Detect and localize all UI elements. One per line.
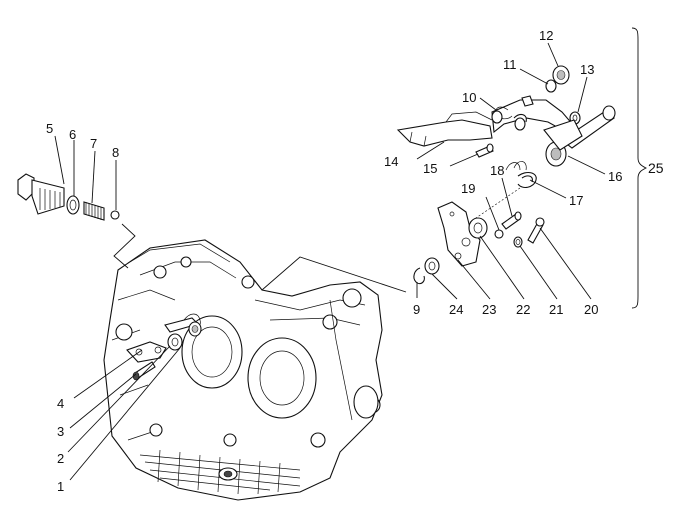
lever-part-14 [396, 111, 493, 147]
callout-7: 7 [90, 136, 97, 151]
callout-23: 23 [482, 302, 496, 317]
callout-18: 18 [490, 163, 504, 178]
callout-13: 13 [580, 62, 594, 77]
nut-part-19 [494, 229, 504, 239]
washer-part-6 [66, 195, 80, 215]
nut-part-12 [552, 65, 570, 85]
leader-lines [54, 42, 606, 481]
shaft-part-16 [543, 105, 616, 167]
spring-part-17 [505, 161, 537, 189]
bushing-part-22 [468, 217, 488, 239]
plug-assembly [17, 173, 136, 269]
callout-25: 25 [648, 160, 664, 176]
callout-1: 1 [57, 479, 64, 494]
callout-4: 4 [57, 396, 64, 411]
screw-part-20 [527, 217, 545, 244]
seal-part-2 [167, 333, 183, 351]
washer-part-24 [424, 257, 440, 275]
callout-12: 12 [539, 28, 553, 43]
washer-part-21 [513, 236, 523, 248]
spring-part-7 [83, 201, 105, 221]
screw-part-3 [132, 361, 156, 381]
callout-5: 5 [46, 121, 53, 136]
shaft-cover-parts [126, 313, 202, 381]
bolt-part-18 [501, 211, 522, 230]
callout-9: 9 [413, 302, 420, 317]
callout-11: 11 [503, 57, 517, 72]
callout-6: 6 [69, 127, 76, 142]
crankcase-half [103, 239, 383, 501]
callout-3: 3 [57, 424, 64, 439]
callout-labels: 5 6 7 8 4 3 2 1 9 24 23 22 21 20 19 18 1… [46, 28, 664, 494]
callout-20: 20 [584, 302, 598, 317]
callout-24: 24 [449, 302, 463, 317]
washer-part-11 [545, 79, 557, 93]
callout-17: 17 [569, 193, 583, 208]
screw-part-15 [475, 143, 494, 158]
callout-2: 2 [57, 451, 64, 466]
group-bracket [631, 27, 648, 309]
selector-assembly [261, 65, 616, 293]
callout-14: 14 [384, 154, 398, 169]
callout-16: 16 [608, 169, 622, 184]
callout-22: 22 [516, 302, 530, 317]
plug-part-5 [17, 173, 65, 215]
callout-21: 21 [549, 302, 563, 317]
callout-19: 19 [461, 181, 475, 196]
circlip-part-9 [413, 267, 425, 285]
callout-8: 8 [112, 145, 119, 160]
callout-15: 15 [423, 161, 437, 176]
callout-10: 10 [462, 90, 476, 105]
plate-part-23 [437, 201, 481, 267]
ball-part-8 [110, 210, 120, 220]
